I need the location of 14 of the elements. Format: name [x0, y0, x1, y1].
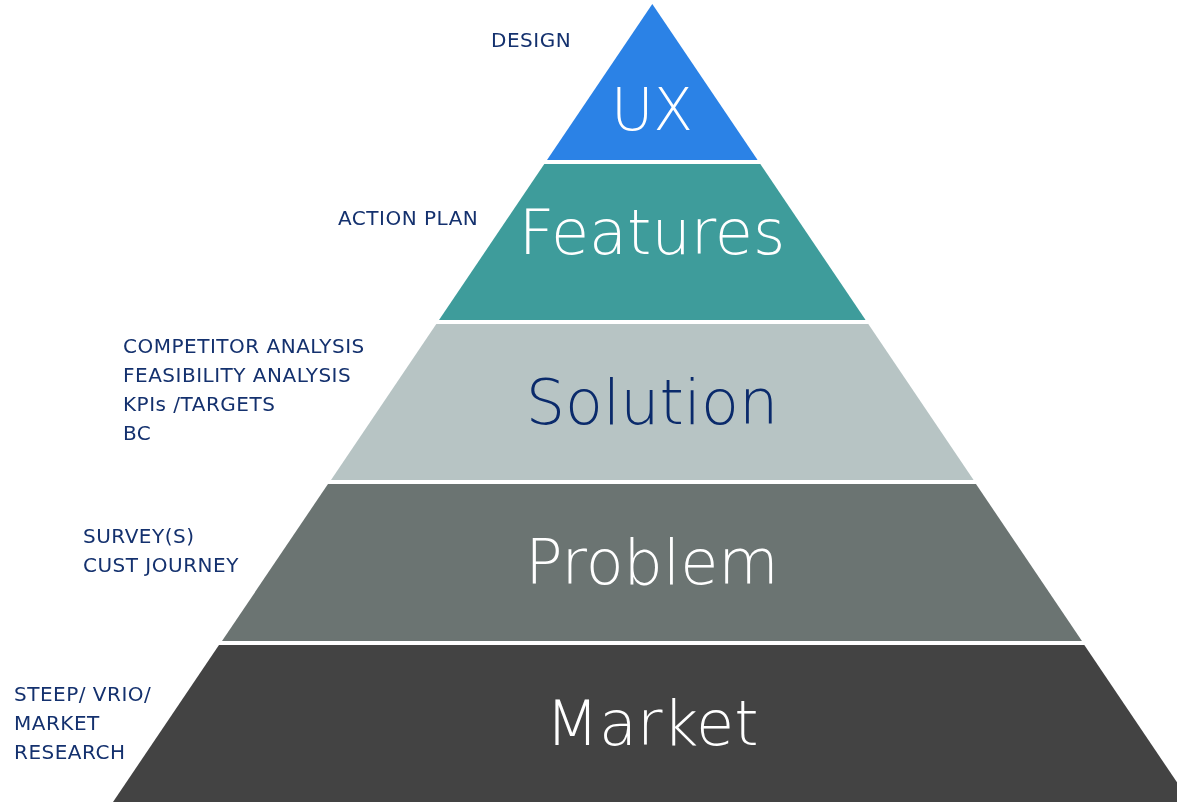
- side-note: KPIs /TARGETS: [123, 391, 277, 418]
- side-note: COMPETITOR ANALYSIS: [123, 333, 366, 360]
- side-note: CUST JOURNEY: [83, 552, 240, 579]
- side-note: ACTION PLAN: [338, 205, 480, 232]
- side-note: DESIGN: [491, 27, 573, 54]
- side-note: STEEP/ VRIO/ MARKET RESEARCH: [14, 681, 153, 766]
- side-note: BC: [123, 420, 153, 447]
- side-note: FEASIBILITY ANALYSIS: [123, 362, 353, 389]
- tier-label: Problem: [525, 526, 779, 599]
- side-note: SURVEY(S): [83, 523, 196, 550]
- tier-label: Features: [518, 195, 786, 269]
- tier-label: Market: [545, 687, 759, 760]
- tier-label: Solution: [525, 365, 779, 439]
- tier-label: UX: [610, 76, 694, 144]
